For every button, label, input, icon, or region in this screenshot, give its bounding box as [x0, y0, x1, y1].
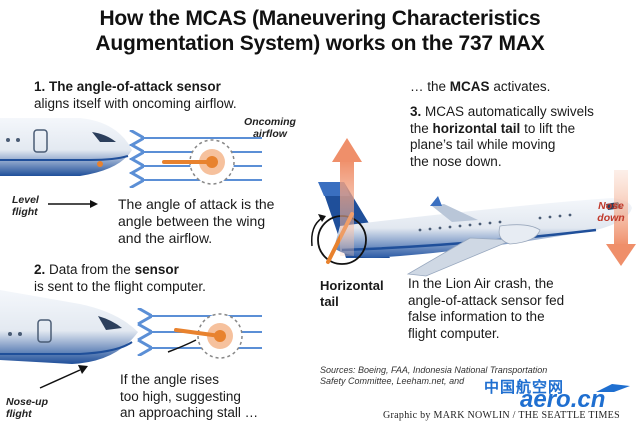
lion-air-text: In the Lion Air crash, the angle-of-atta… [408, 276, 564, 342]
step-1-rest: aligns itself with oncoming airflow. [34, 95, 237, 111]
angle-desc-line-1: The angle of attack is the [118, 196, 275, 212]
oncoming-airflow-line-2: airflow [253, 128, 287, 140]
step-2-number: 2. [34, 262, 46, 277]
nose-up-line-2: flight [6, 408, 32, 420]
step-1-text: 1. The angle-of-attack sensor aligns its… [34, 79, 237, 112]
lion-air-line-1: In the Lion Air crash, the [408, 276, 554, 291]
angle-desc-line-3: and the airflow. [118, 230, 213, 246]
nose-up-flight-nose [0, 290, 138, 364]
step-3-number: 3. [410, 104, 422, 119]
graphic-credit: Graphic by MARK NOWLIN / THE SEATTLE TIM… [383, 410, 620, 421]
level-flight-nose [0, 118, 132, 176]
step-3-line-3: plane’s tail while moving [410, 137, 556, 152]
angle-rises-text: If the angle rises too high, suggesting … [120, 372, 258, 422]
nose-down-label: Nose down [594, 200, 628, 224]
angle-of-attack-sensor-nose-up [167, 313, 243, 359]
angle-of-attack-description: The angle of attack is the angle between… [118, 196, 274, 247]
mcas-bold: MCAS [449, 79, 490, 94]
step-3-line-2-post: to lift the [524, 120, 576, 136]
step-1-number: 1. [34, 79, 46, 94]
step-3-line-2-bold: horizontal tail [432, 120, 521, 136]
lion-air-line-3: false information to the [408, 309, 545, 324]
oncoming-airflow-line-1: Oncoming [244, 116, 296, 128]
nose-down-line-1: Nose [598, 200, 624, 212]
sources-line-2: Safety Committee, Leeham.net, and [320, 376, 465, 386]
nose-up-flight-label: Nose-up flight [6, 396, 48, 420]
nose-down-line-2: down [597, 212, 625, 224]
mcas-post: activates. [493, 79, 551, 94]
watermark-en: aero.cn [520, 386, 606, 413]
step-2-rest: is sent to the flight computer. [34, 278, 206, 294]
angle-of-attack-sensor-level [162, 139, 235, 185]
watermark-cn: 中国航空网 [484, 379, 565, 396]
step-2-text: 2. Data from the sensor is sent to the f… [34, 262, 206, 295]
oncoming-airflow-label: Oncoming airflow [240, 116, 300, 140]
aero-cn-plane-glyph [596, 384, 630, 392]
title-line-2: Augmentation System) works on the 737 MA… [95, 32, 545, 55]
sources-line-1: Sources: Boeing, FAA, Indonesia National… [320, 365, 548, 375]
mcas-pre: … the [410, 79, 447, 94]
step-2-pre: Data from the [49, 262, 131, 277]
angle-rises-line-1: If the angle rises [120, 372, 220, 387]
nose-down-arrow [606, 170, 636, 266]
step-2-bold: sensor [134, 262, 179, 277]
step-3-line-4: the nose down. [410, 153, 502, 169]
level-flight-line-2: flight [12, 206, 38, 218]
lion-air-line-4: flight computer. [408, 325, 500, 341]
nose-up-line-1: Nose-up [6, 396, 48, 408]
step-3-line-1: MCAS automatically swivels [425, 104, 594, 119]
tail-up-arrow [332, 138, 362, 256]
angle-rises-line-2: too high, suggesting [120, 388, 241, 404]
step-3-text: 3. MCAS automatically swivels the horizo… [410, 104, 594, 170]
horizontal-tail-line-2: tail [320, 294, 339, 309]
sources-text: Sources: Boeing, FAA, Indonesia National… [320, 365, 547, 387]
step-1-bold: The angle-of-attack sensor [49, 79, 221, 94]
angle-desc-line-2: angle between the wing [118, 213, 266, 229]
horizontal-tail-label: Horizontal tail [320, 278, 384, 310]
angle-rises-line-3: an approaching stall … [120, 405, 259, 420]
level-flight-label: Level flight [12, 194, 39, 218]
horizontal-tail-line-1: Horizontal [320, 278, 384, 293]
level-flight-line-1: Level [12, 194, 39, 206]
nose-up-arrow [39, 369, 81, 389]
title-line-1: How the MCAS (Maneuvering Characteristic… [99, 7, 541, 30]
boeing-737-max-plane [310, 182, 632, 277]
step-3-line-2-pre: the [410, 120, 429, 136]
lion-air-line-2: angle-of-attack sensor fed [408, 292, 565, 308]
page-title: How the MCAS (Maneuvering Characteristic… [0, 6, 640, 56]
mcas-activates-text: … the MCAS activates. [410, 79, 550, 96]
